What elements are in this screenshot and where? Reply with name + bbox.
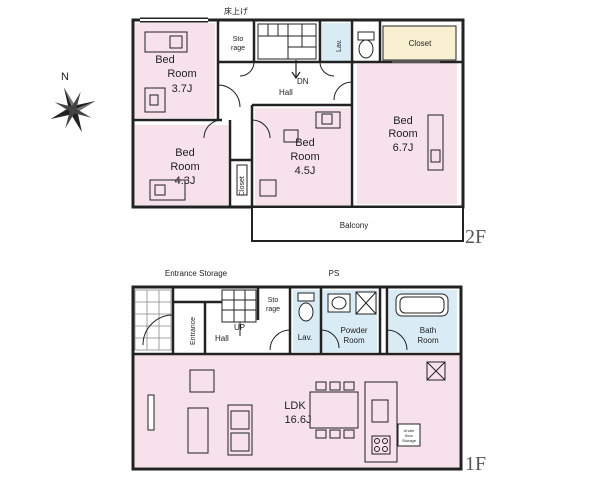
storage-2f-fill [222, 23, 254, 61]
underfloor-label-b: floor [405, 433, 413, 438]
compass-star-icon [50, 87, 96, 133]
sink-icon [327, 291, 377, 315]
storage-1f-label-b: rage [266, 306, 280, 313]
powder-room-label-a: Powder [340, 326, 367, 335]
first-floor-walls [133, 287, 461, 356]
bedroom-nw-fill [135, 23, 215, 118]
furniture-2f [144, 31, 444, 201]
second-floor-label: 2F [465, 226, 486, 248]
underfloor-label-a: Under [404, 428, 416, 433]
entrance-storage-label: Entrance Storage [165, 269, 228, 278]
windows-2f [140, 17, 440, 63]
toilet-1f-icon [297, 292, 315, 322]
bedroom-e-size: 6.7J [393, 142, 414, 154]
bedroom-nw-sub: Room [167, 68, 196, 80]
ldk-title: LDK [284, 400, 306, 412]
bedroom-sw-size: 4.3J [175, 175, 196, 187]
bathtub-icon [395, 293, 449, 317]
hall-1f-label: Hall [215, 334, 229, 343]
hall-2f-label: Hall [279, 88, 293, 97]
bath-room-label-a: Bath [420, 326, 436, 335]
balcony-outline [251, 206, 464, 242]
stairs-1f-icon [221, 289, 257, 336]
doors-1f [142, 314, 408, 351]
storage-2f-label-a: Sto [233, 36, 244, 43]
toilet-2f-icon [357, 31, 375, 59]
bedroom-nw-title: Bed [155, 54, 175, 66]
entrance-tiles [134, 289, 172, 351]
ps-label: PS [329, 269, 340, 278]
storage-2f-label-b: rage [231, 45, 245, 52]
ldk-fill [133, 354, 459, 467]
bedroom-mid-title: Bed [295, 137, 315, 149]
bedroom-mid-fill [255, 108, 350, 205]
ldk-furniture [147, 361, 446, 463]
closet-ne-fill [382, 25, 457, 61]
balcony-label: Balcony [340, 221, 368, 230]
bedroom-e-sub: Room [388, 128, 417, 140]
powder-room-label-b: Room [343, 336, 365, 345]
doors-2f [203, 61, 353, 139]
closet-ne-label: Closet [409, 39, 432, 48]
lav-1f-label: Lav. [298, 333, 313, 342]
bedroom-mid-size: 4.5J [295, 165, 316, 177]
first-floor-label: 1F [465, 453, 486, 475]
bedroom-e-title: Bed [393, 115, 413, 127]
bedroom-sw-title: Bed [175, 147, 195, 159]
bath-room-label-b: Room [417, 336, 439, 345]
bedroom-nw-size: 3.7J [172, 83, 193, 95]
lav-2f-label: Lav. [336, 39, 343, 52]
first-floor: Entrance Storage PS Entrance Hall UP Sto… [131, 269, 486, 475]
stairs-2f-icon [257, 23, 317, 80]
raised-floor-label: 床上げ [224, 6, 248, 16]
compass-north-label: N [61, 71, 69, 83]
bedroom-e-fill [357, 62, 457, 204]
bedroom-mid-sub: Room [290, 151, 319, 163]
entrance-label: Entrance [190, 317, 197, 345]
closet-sw-label: Closet [239, 176, 246, 196]
down-label: DN [297, 77, 309, 86]
first-floor-outline [131, 285, 463, 471]
bedroom-sw-sub: Room [170, 161, 199, 173]
lav-2f-fill [322, 23, 350, 61]
up-label: UP [234, 323, 245, 332]
second-floor: Bed Room 3.7J Bed Room 4.3J Bed Room 4.5… [131, 6, 486, 248]
compass: N [50, 71, 96, 133]
underfloor-label-c: Storage [402, 438, 417, 443]
storage-1f-label-a: Sto [268, 297, 279, 304]
ldk-size: 16.6J [285, 414, 312, 426]
